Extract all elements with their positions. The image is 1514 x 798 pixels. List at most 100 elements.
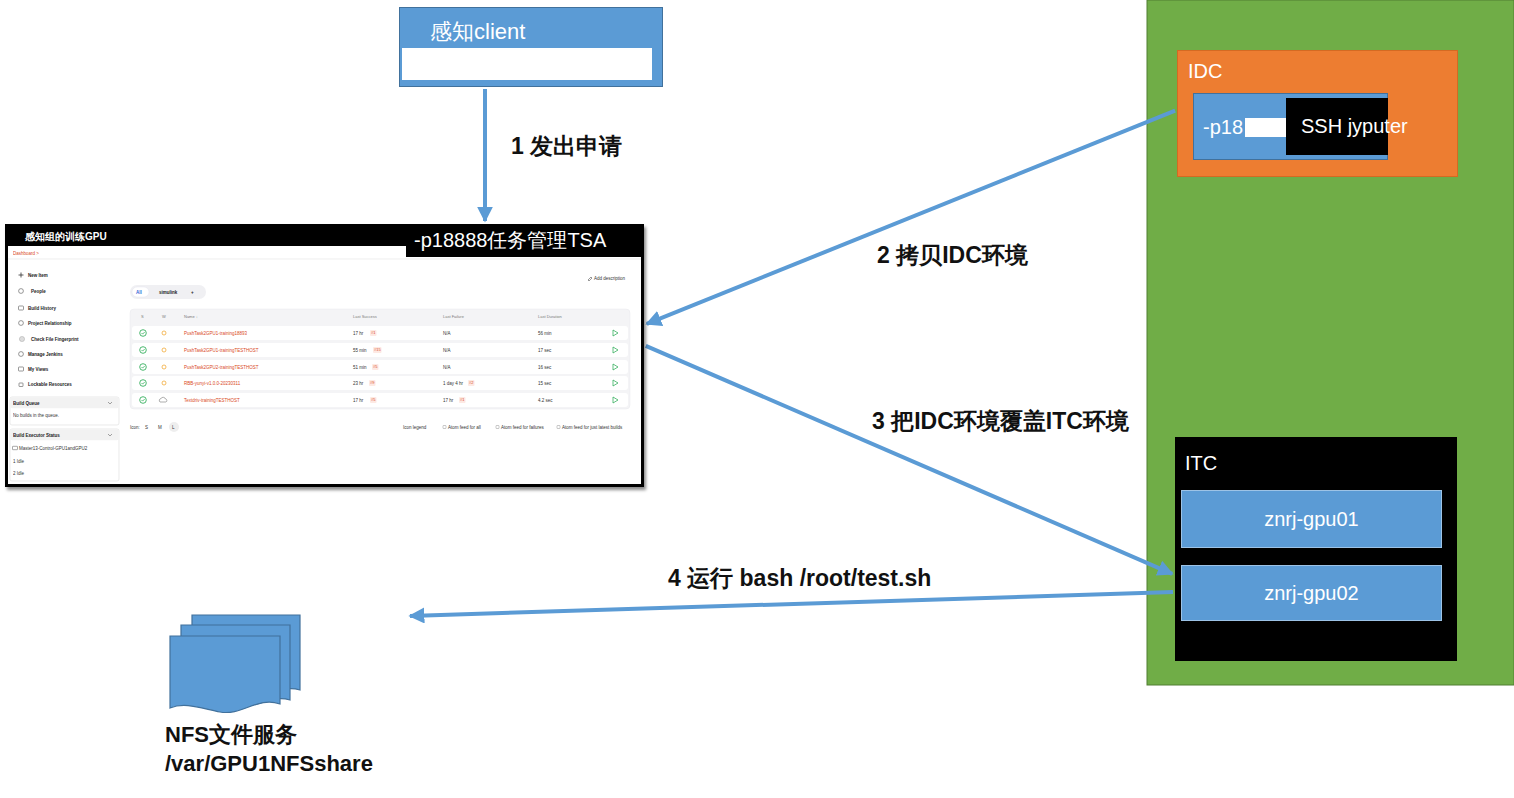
breadcrumb-rule xyxy=(8,259,641,260)
node-text: NFS文件服务 /var/GPU1NFSshare xyxy=(165,720,401,778)
screenshot-graphics xyxy=(8,227,641,484)
node-text: 感知client xyxy=(430,19,662,45)
screenshot-label: 56 min xyxy=(538,330,552,336)
screenshot-label: Last Duration xyxy=(538,314,562,320)
step-label: 3 把IDC环境覆盖ITC环境 xyxy=(872,408,1129,435)
screenshot-label: 1 Idle xyxy=(13,458,24,464)
nfs-storage: NFS文件服务 /var/GPU1NFSshare xyxy=(162,612,407,784)
run-buttons xyxy=(613,330,618,403)
status-icon xyxy=(140,364,147,371)
node-text: 感知组的训练GPU xyxy=(25,231,107,243)
client-box: 感知client xyxy=(399,7,663,87)
tab-bar xyxy=(130,285,206,299)
chevron xyxy=(108,402,112,404)
table-row xyxy=(132,360,628,374)
table-row xyxy=(132,393,628,407)
job-table xyxy=(130,309,630,409)
screenshot-label: #5 xyxy=(372,364,378,370)
screenshot-label: Dashboard > xyxy=(13,250,39,256)
gpu-server-box: znrj-gpu02 xyxy=(1181,565,1442,621)
status-icon xyxy=(140,397,147,404)
flow-arrow xyxy=(483,89,487,221)
panel-header xyxy=(10,429,118,440)
screenshot-label: Icon legend xyxy=(403,424,426,430)
screenshot-label: M xyxy=(158,424,162,430)
idc-region: IDC -p18SSH jyputer xyxy=(1177,50,1458,177)
weather-icon xyxy=(162,365,166,369)
screenshot-label: People xyxy=(31,288,46,294)
screenshot-text-layer: Dashboard >New ItemPeopleBuild HistoryPr… xyxy=(8,227,641,484)
screenshot-label: No builds in the queue. xyxy=(13,412,59,418)
screenshot-label: Add description xyxy=(594,275,625,281)
service-box: SSH jyputer xyxy=(1286,98,1388,155)
node-text: -p18888任务管理TSA xyxy=(406,226,641,257)
screenshot-label: #9 xyxy=(369,380,375,386)
screenshot-label: W xyxy=(162,314,166,320)
chevron xyxy=(108,434,112,436)
screenshot-label: #5 xyxy=(370,397,376,403)
screenshot-label: Check File Fingerprint xyxy=(31,336,79,342)
flow-arrow xyxy=(410,592,1173,616)
node-text: -p18 xyxy=(1203,115,1243,139)
screenshot-label: Lockable Resources xyxy=(28,381,72,387)
screenshot-label: PushTask2GPU1-trainingTESTHOST xyxy=(184,347,259,353)
screenshot-label: Atom feed for just latest builds xyxy=(562,424,622,430)
screenshot-label: 17 hr xyxy=(353,397,363,403)
jenkins-screenshot: 感知组的训练GPU -p18888任务管理TSA Dashboard > New It… xyxy=(5,224,644,487)
step-label: 4 运行 bash /root/test.sh xyxy=(668,565,931,592)
status-icon xyxy=(140,380,147,387)
screenshot-label: Last Success xyxy=(353,314,377,320)
screenshot-label: Last Failure xyxy=(443,314,464,320)
screenshot-label: 17 hr xyxy=(353,330,363,336)
screenshot-label: 17 hr xyxy=(443,397,453,403)
screenshot-label: 15 sec xyxy=(538,380,551,386)
screenshot-label: 51 min xyxy=(353,364,367,370)
menu-icon xyxy=(19,352,24,357)
itc-region: ITCznrj-gpu01znrj-gpu02 xyxy=(1175,437,1457,661)
host-box: -p18 SSH jyputer xyxy=(1193,93,1388,160)
screenshot-label: 17 sec xyxy=(538,347,551,353)
screenshot-label: N/A xyxy=(443,330,451,336)
document-sheet xyxy=(170,636,280,713)
menu-icon xyxy=(19,336,24,341)
plus-icon xyxy=(19,273,24,278)
screenshot-label: Build Executor Status xyxy=(13,432,60,438)
masked-field xyxy=(1245,118,1287,137)
lock-icon xyxy=(19,383,23,387)
computer-icon xyxy=(13,446,18,449)
masked-field-fill xyxy=(1245,118,1287,137)
screenshot-label: Atom feed for all xyxy=(448,424,481,430)
screenshot-label: Icon: xyxy=(130,424,140,430)
screenshot-label: New Item xyxy=(28,272,48,278)
panel-frame xyxy=(10,397,119,425)
screenshot-label: My Views xyxy=(28,366,48,372)
status-icon xyxy=(140,330,147,337)
flow-arrow xyxy=(647,111,1175,324)
step-label: 1 发出申请 xyxy=(511,133,622,160)
screenshot-label: L xyxy=(172,424,175,430)
screenshot-label: Project Relationship xyxy=(28,320,72,326)
step-label: 2 拷贝IDC环境 xyxy=(877,242,1028,269)
table-row xyxy=(132,326,628,340)
input-field xyxy=(402,48,652,80)
screenshot-label: + xyxy=(191,289,194,295)
screenshot-label: #1 xyxy=(459,397,465,403)
table-row xyxy=(132,376,628,390)
green-panel xyxy=(1147,0,1514,685)
pencil-icon xyxy=(588,277,592,281)
screenshot-label: 16 sec xyxy=(538,364,551,370)
screenshot-label: S xyxy=(141,314,144,320)
screenshot-label: #15 xyxy=(373,347,382,353)
active-tab xyxy=(132,287,149,297)
screenshot-label: 1 day 4 hr xyxy=(443,380,463,386)
flow-arrow xyxy=(646,346,1172,574)
input-field-fill xyxy=(402,48,652,80)
menu-icon xyxy=(19,289,24,294)
panel-frame xyxy=(10,429,119,481)
screenshot-label: Master13-Control-GPU1andGPU2 xyxy=(19,445,87,451)
cloud-icon xyxy=(159,397,167,402)
screenshot-label: 2 Idle xyxy=(13,470,24,476)
node-text: SSH jyputer xyxy=(1301,114,1373,139)
gpu-server-box: znrj-gpu01 xyxy=(1181,490,1442,548)
